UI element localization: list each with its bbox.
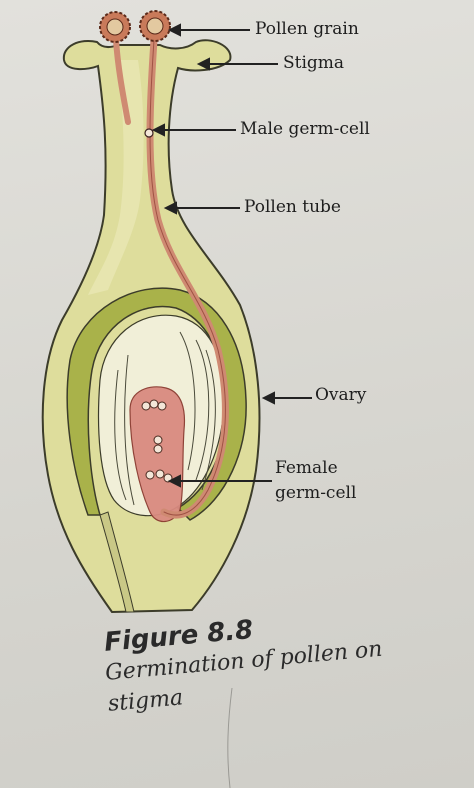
pollen-grain-right — [139, 10, 171, 42]
label-stigma: Stigma — [283, 53, 345, 73]
page-crease — [227, 687, 233, 788]
label-male-germ-cell: Male germ-cell — [240, 119, 370, 139]
short-pollen-tube — [113, 37, 131, 125]
nucellus-lines — [114, 331, 216, 506]
pollen-tube-outline — [149, 39, 226, 516]
male-germ-cell — [144, 128, 154, 138]
label-female-germ-cell-line1: Female — [275, 458, 338, 478]
label-pollen-grain: Pollen grain — [255, 19, 359, 39]
embryo-sac — [129, 386, 186, 523]
label-female-germ-cell-line2: germ-cell — [275, 483, 357, 503]
label-pollen-tube: Pollen tube — [244, 197, 341, 217]
label-pointers — [151, 23, 312, 488]
pollen-grain-left — [99, 11, 131, 43]
funicle — [99, 511, 135, 613]
label-ovary: Ovary — [315, 385, 367, 405]
